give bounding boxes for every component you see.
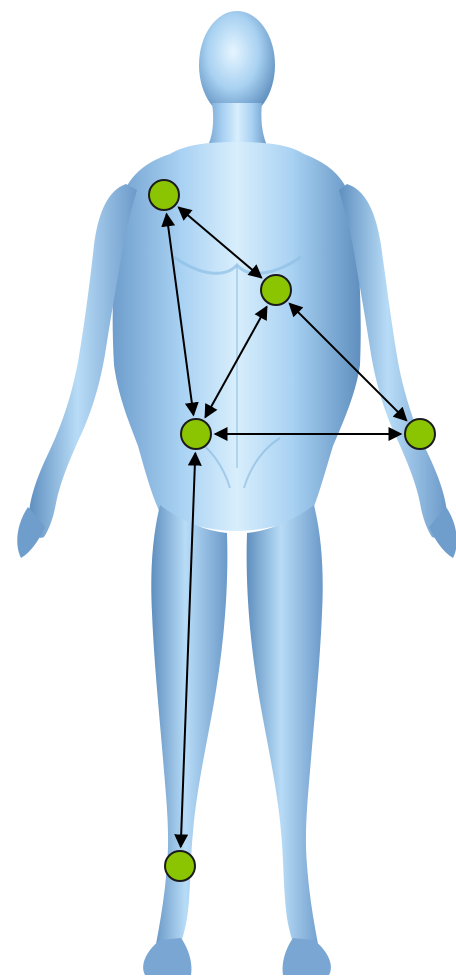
sensor-node-lower-leg: [165, 851, 195, 881]
left-foot: [283, 938, 331, 975]
right-foot: [143, 938, 191, 975]
sensor-node-right-shoulder: [149, 180, 179, 210]
human-body-figure: [17, 11, 456, 975]
right-leg: [151, 505, 227, 972]
left-leg: [247, 505, 323, 972]
sensor-node-pelvis: [181, 419, 211, 449]
head: [199, 11, 275, 119]
sensor-node-chest-center: [261, 275, 291, 305]
sensor-node-left-hand: [405, 419, 435, 449]
